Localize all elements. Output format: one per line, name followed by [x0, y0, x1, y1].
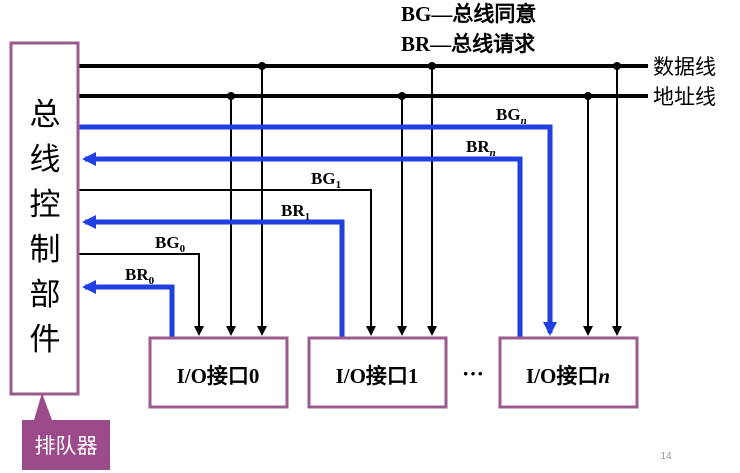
io-interface-0-box [148, 336, 289, 409]
br1-line [82, 215, 345, 337]
arbiter-tag [22, 393, 110, 470]
brn-line [82, 152, 523, 337]
controller-char: 总 [30, 97, 61, 133]
bg0-label: BG0 [155, 233, 186, 255]
bgn-line [78, 124, 557, 336]
bg0-line [78, 253, 204, 336]
controller-char: 部 [30, 277, 61, 313]
br1-label: BR1 [281, 201, 310, 223]
io-interface-n-label: I/O接口n [526, 364, 610, 388]
ellipsis: ··· [462, 361, 484, 386]
io-interface-0-label: I/O接口0 [177, 364, 260, 388]
io-interface-1-label: I/O接口1 [336, 364, 419, 388]
data-bus-label: 数据线 [653, 55, 716, 79]
br0-label: BR0 [125, 265, 155, 287]
arbiter-tag-label: 排队器 [35, 434, 98, 458]
bus-drops [226, 62, 622, 336]
page-number: 14 [660, 451, 672, 462]
legend-bg: BG—总线同意 [401, 2, 536, 26]
brn-label: BRn [466, 137, 496, 159]
bg1-line [78, 189, 376, 336]
address-bus-label: 地址线 [653, 85, 716, 109]
controller-char: 制 [30, 232, 61, 268]
io-interface-1-box [307, 336, 448, 409]
controller-char: 控 [30, 187, 61, 223]
legend-br: BR—总线请求 [401, 32, 535, 56]
io-interface-n-box [498, 336, 639, 409]
br0-line [82, 280, 175, 337]
controller-char: 件 [30, 322, 61, 358]
controller-char: 线 [30, 142, 61, 178]
bgn-label: BGn [496, 105, 527, 127]
bg1-label: BG1 [311, 169, 341, 191]
bus-controller-box [9, 41, 80, 396]
bus-controller-label: 总 线 控 制 部 件 [30, 97, 61, 358]
